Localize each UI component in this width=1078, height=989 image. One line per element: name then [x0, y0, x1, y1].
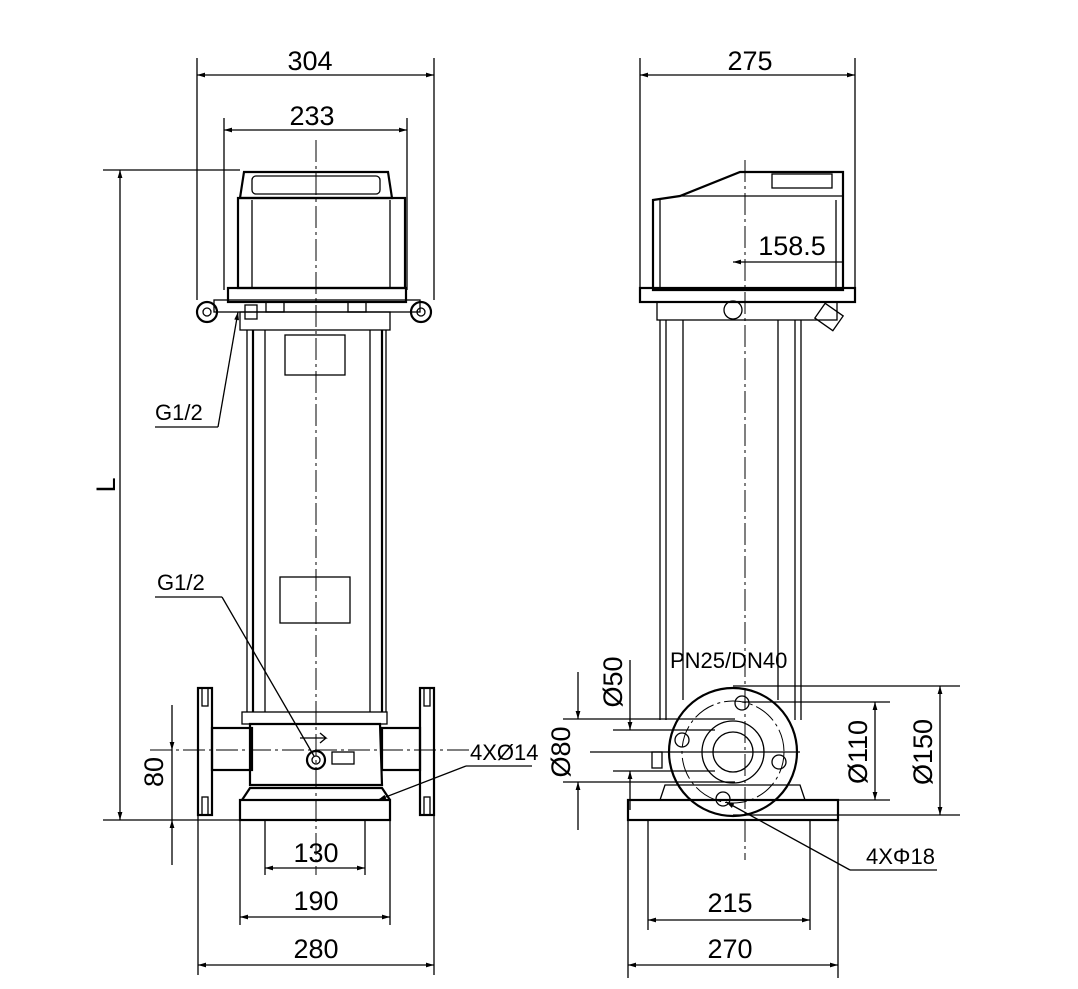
dim-233-label: 233 — [289, 101, 334, 131]
dim-150-label: Ø150 — [908, 719, 938, 785]
dim-304: 304 — [196, 46, 435, 300]
flange — [590, 686, 800, 818]
dim-50: Ø50 — [598, 656, 715, 810]
flange-rating-label: PN25/DN40 — [670, 648, 787, 673]
motor — [195, 170, 433, 331]
callout-g12-bottom: G1/2 — [155, 570, 315, 757]
dim-130: 130 — [264, 820, 366, 875]
dim-275-label: 275 — [727, 46, 772, 76]
dim-233: 233 — [223, 101, 408, 290]
dim-80-side: Ø80 — [546, 672, 735, 830]
dim-50-label: Ø50 — [598, 656, 628, 707]
side-view: 275 158.5 — [546, 46, 960, 978]
dim-80-side-label: Ø80 — [546, 726, 576, 777]
callout-g12-top: G1/2 — [155, 311, 239, 428]
pump-body — [150, 140, 470, 875]
callout-g12-top-label: G1/2 — [155, 400, 203, 425]
dim-215-label: 215 — [707, 888, 752, 918]
dim-length: L — [91, 169, 240, 821]
callout-base-holes-label: 4XØ14 — [470, 740, 539, 765]
dim-215: 215 — [647, 820, 811, 930]
pump-body-side — [626, 320, 840, 822]
dim-280: 280 — [197, 815, 435, 975]
callout-g12-bottom-label: G1/2 — [157, 570, 205, 595]
dim-270-label: 270 — [707, 934, 752, 964]
dim-110-label: Ø110 — [843, 720, 873, 784]
callout-flange-holes-label: 4XΦ18 — [866, 844, 935, 869]
dim-190: 190 — [239, 820, 391, 925]
callout-base-holes: 4XØ14 — [377, 740, 539, 801]
dim-275: 275 — [639, 46, 856, 300]
motor-side — [638, 160, 857, 860]
dim-304-label: 304 — [287, 46, 332, 76]
dim-130-label: 130 — [293, 838, 338, 868]
dim-158-5-label: 158.5 — [758, 231, 826, 261]
dim-length-label: L — [91, 477, 121, 492]
dim-270: 270 — [627, 820, 839, 978]
dim-80-label: 80 — [139, 757, 169, 787]
dim-110: Ø110 — [723, 701, 890, 801]
dim-280-label: 280 — [293, 934, 338, 964]
callout-flange-holes: 4XΦ18 — [725, 801, 937, 871]
dim-80: 80 — [139, 705, 175, 865]
dim-150: Ø150 — [733, 685, 960, 816]
dim-158-5: 158.5 — [733, 231, 843, 265]
front-view: 304 233 L — [91, 46, 539, 975]
dim-190-label: 190 — [293, 886, 338, 916]
